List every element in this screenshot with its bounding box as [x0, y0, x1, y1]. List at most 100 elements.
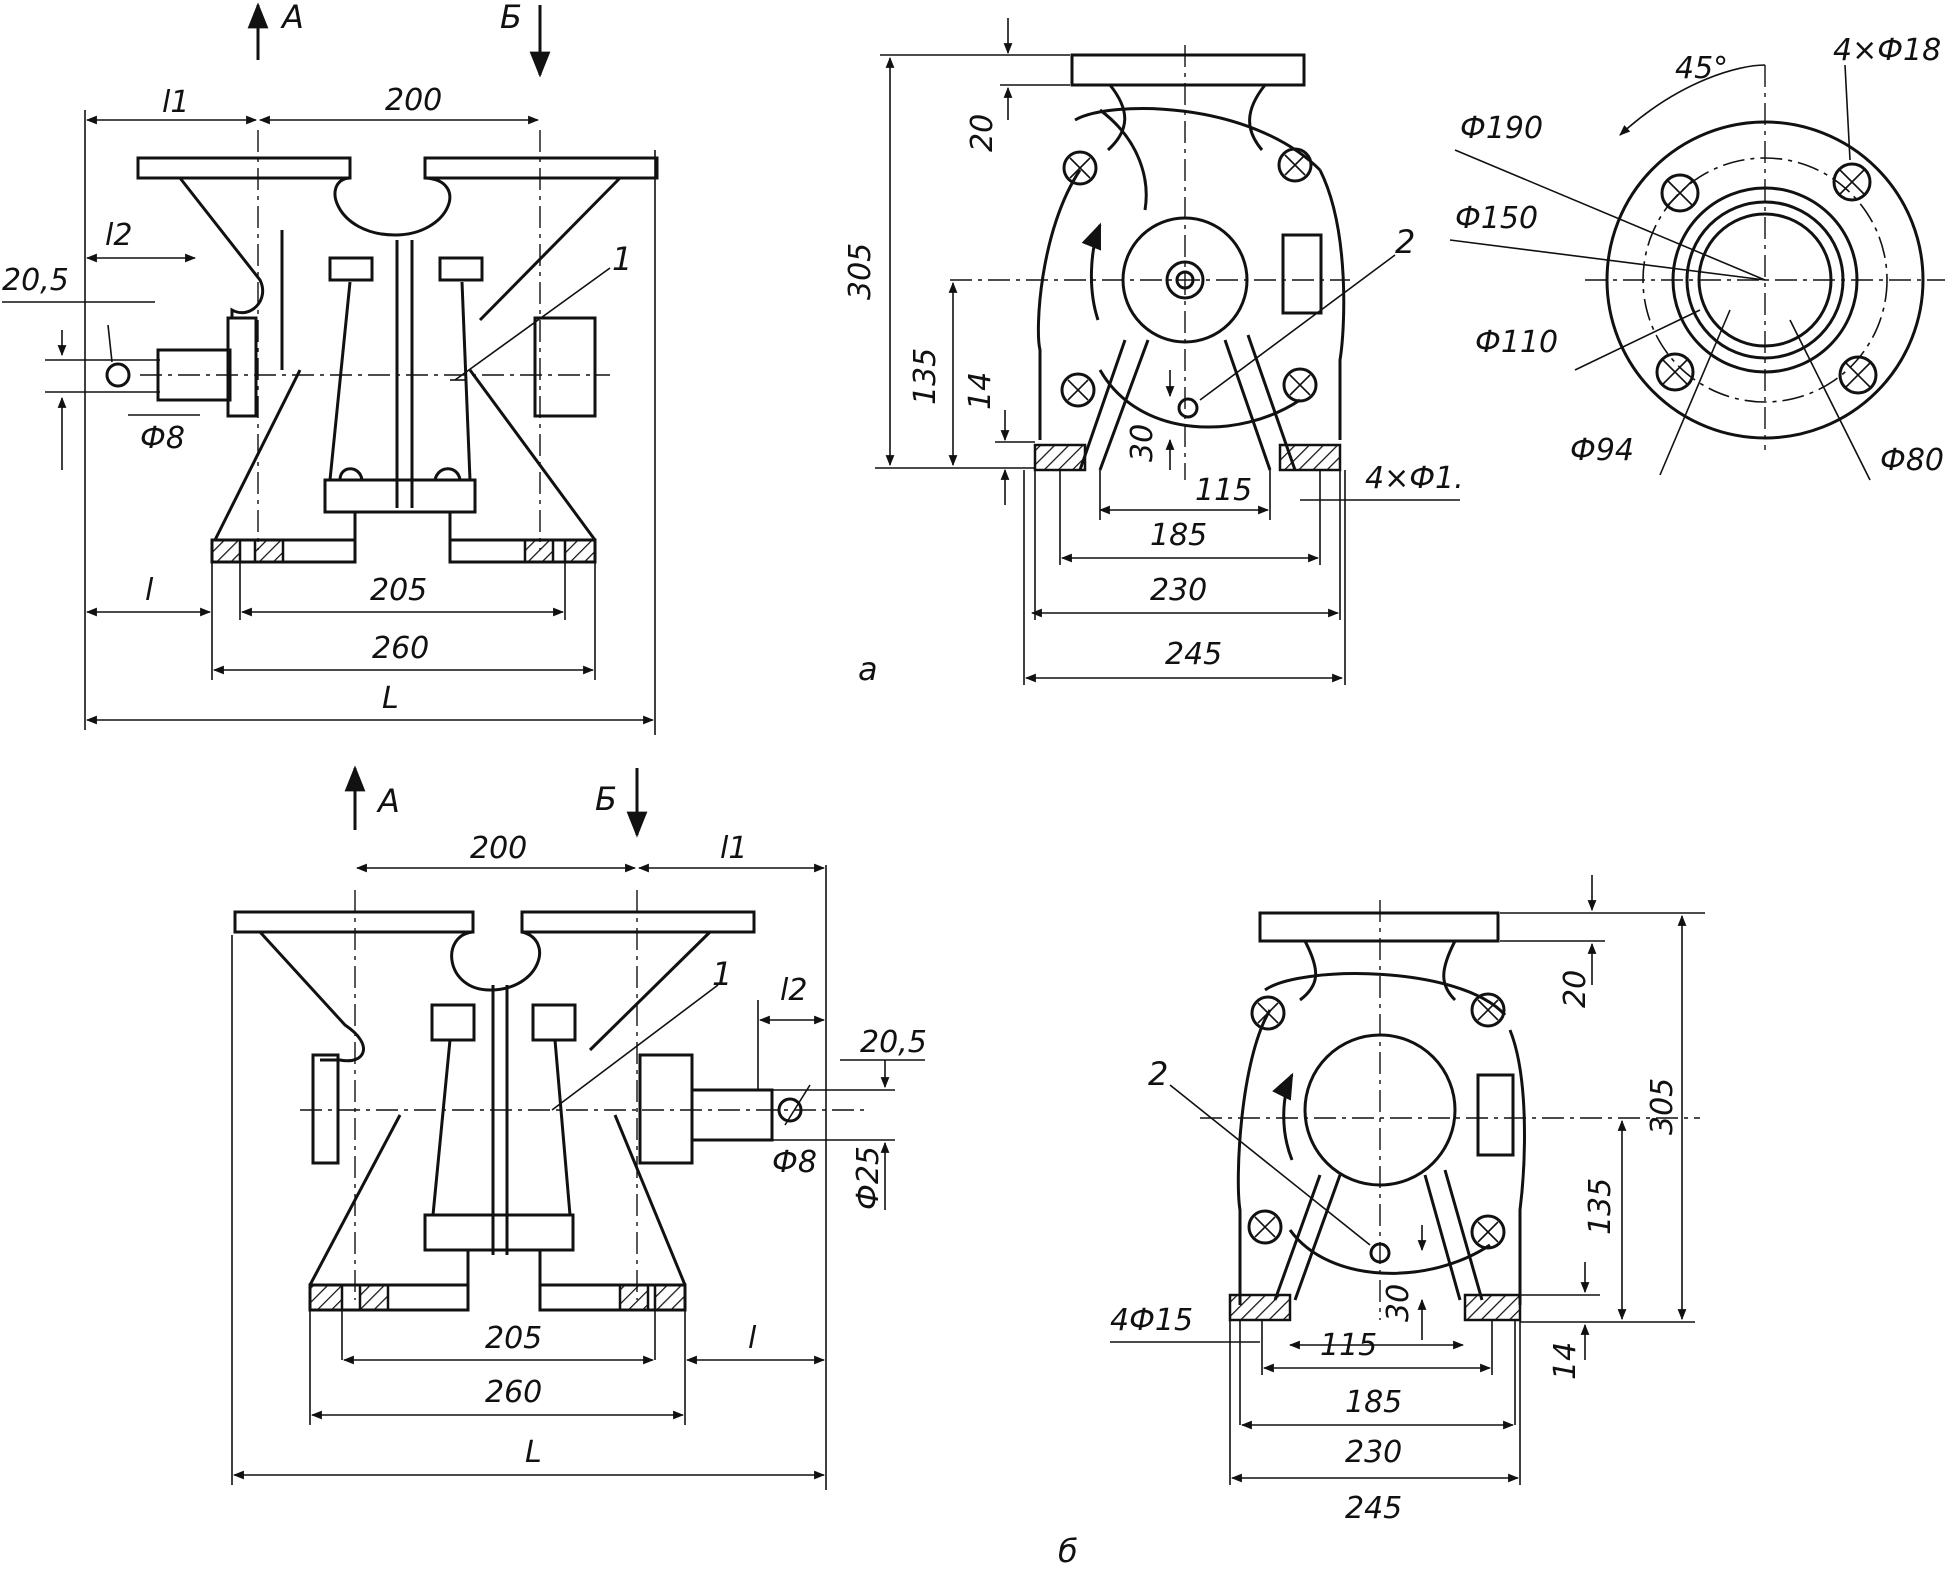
- curl-2: [433, 467, 462, 481]
- b-top-flange-left: [233, 910, 475, 934]
- curl-1: [338, 467, 364, 481]
- bf-foot-right: [1463, 1293, 1522, 1322]
- front-neck-left: [1106, 84, 1127, 152]
- dim-260-text: 260: [372, 631, 429, 666]
- callout-2a: 2: [1395, 223, 1415, 261]
- bf-bolt-br: [1470, 1214, 1506, 1250]
- b-hatch-1: [308, 1283, 344, 1312]
- outlet-label: Б: [500, 0, 522, 36]
- leg-left: [1078, 339, 1150, 471]
- outlet-label-b: Б: [595, 780, 617, 818]
- bf-holes-text: 4Ф15: [1110, 1303, 1193, 1338]
- bolt-tl: [1062, 150, 1098, 186]
- bolt-br: [1282, 367, 1318, 403]
- dim-14-text: 14: [963, 372, 998, 410]
- callout-2b: 2: [1148, 1055, 1168, 1093]
- flange-hole-bl: [1655, 352, 1695, 392]
- dim-230-text: 230: [1150, 573, 1207, 608]
- b-dim-20-5-text: 20,5: [860, 1025, 927, 1060]
- bf-dim-30-text: 30: [1381, 1284, 1416, 1322]
- bf-leg-right: [1423, 1169, 1484, 1301]
- bf-foot-left: [1228, 1293, 1292, 1322]
- holes-18-leader: [1844, 64, 1851, 161]
- front-neck-right: [1248, 84, 1267, 151]
- body-right-upper: [478, 176, 622, 322]
- bf-volute-left: [1236, 1009, 1272, 1305]
- flange-hole-tl: [1660, 173, 1700, 213]
- neck: [333, 176, 452, 237]
- bf-dim-14-text: 14: [1548, 1342, 1583, 1380]
- hatch-1: [210, 538, 242, 564]
- bf-bolt-tl: [1250, 995, 1286, 1031]
- dim-L-text: L: [382, 681, 399, 716]
- bf-dim-185-text: 185: [1345, 1385, 1402, 1420]
- b-cone-right: [613, 1114, 687, 1286]
- body-left-upper: [178, 177, 265, 318]
- b-tube-right: [690, 1088, 774, 1142]
- dim-20-text: 20: [965, 114, 1000, 152]
- flange-hole-br: [1838, 355, 1878, 395]
- dim-185-text: 185: [1150, 518, 1207, 553]
- d80-text: Ф80: [1880, 443, 1944, 478]
- holes-text: 4×Ф1.: [1365, 461, 1464, 496]
- foot-right: [1278, 443, 1342, 472]
- d150-leader: [1449, 239, 1766, 281]
- bf-window: [1476, 1073, 1515, 1157]
- view-a-side: А Б: [2, 0, 659, 735]
- hub-mid: [1165, 260, 1205, 300]
- d190-leader: [1454, 149, 1766, 281]
- b-phi8-text: Ф8: [772, 1145, 817, 1180]
- dim-135-text: 135: [908, 348, 943, 405]
- b-strut-right: [553, 1039, 572, 1216]
- strut-left: [328, 281, 352, 481]
- b-dim-l1-text: l1: [720, 831, 747, 866]
- port-circle: [105, 362, 131, 388]
- window: [1281, 233, 1323, 315]
- bolt-bl: [1060, 372, 1096, 408]
- b-hatch-3: [618, 1283, 650, 1312]
- b-base-block: [423, 1213, 575, 1252]
- b-neck: [450, 930, 541, 992]
- dim-l2-text: l2: [105, 218, 132, 253]
- bf-top-flange: [1258, 911, 1500, 943]
- b-callout-1: 1: [712, 955, 732, 993]
- cone-right: [468, 369, 597, 541]
- side-housing-left: [226, 316, 258, 418]
- b-strut-left: [431, 1039, 452, 1216]
- d190-text: Ф190: [1460, 111, 1543, 146]
- b-body-left: [258, 930, 365, 1063]
- bf-dim-20-text: 20: [1558, 970, 1593, 1008]
- strut-right: [460, 281, 472, 481]
- top-flange-left: [136, 156, 352, 180]
- d110-leader: [1574, 309, 1701, 371]
- rotation-arrow: [1081, 222, 1102, 321]
- hatch-3: [523, 538, 555, 564]
- phi8-text: Ф8: [140, 421, 185, 456]
- foot-left: [1033, 443, 1087, 472]
- view-b-side: А Б 1 200: [231, 765, 927, 1490]
- base-block: [323, 478, 477, 514]
- bf-dim-115-text: 115: [1320, 1328, 1377, 1363]
- d80-leader: [1789, 319, 1871, 481]
- b-bolt-block-2: [531, 1003, 577, 1042]
- d94-text: Ф94: [1570, 433, 1634, 468]
- b-body-right: [588, 930, 712, 1052]
- bf-neck-right: [1442, 940, 1457, 1002]
- front-top-flange: [1070, 53, 1306, 87]
- b-phi8-leader: [784, 1084, 811, 1126]
- d94-leader: [1659, 309, 1731, 476]
- volute-right: [1318, 169, 1346, 440]
- bf-dim-230-text: 230: [1345, 1435, 1402, 1470]
- top-flange-right: [423, 156, 659, 180]
- b-dim-205-text: 205: [485, 1321, 542, 1356]
- flange-hole-tr: [1832, 162, 1872, 202]
- inlet-label: А: [280, 0, 304, 36]
- b-hatch-4: [653, 1283, 687, 1312]
- dim-245-text: 245: [1165, 637, 1222, 672]
- dim-205-text: 205: [370, 573, 427, 608]
- b-housing-right: [638, 1053, 694, 1165]
- b-dim-200-text: 200: [470, 831, 527, 866]
- dim-200-text: 200: [385, 83, 442, 118]
- dim-115-text: 115: [1195, 473, 1252, 508]
